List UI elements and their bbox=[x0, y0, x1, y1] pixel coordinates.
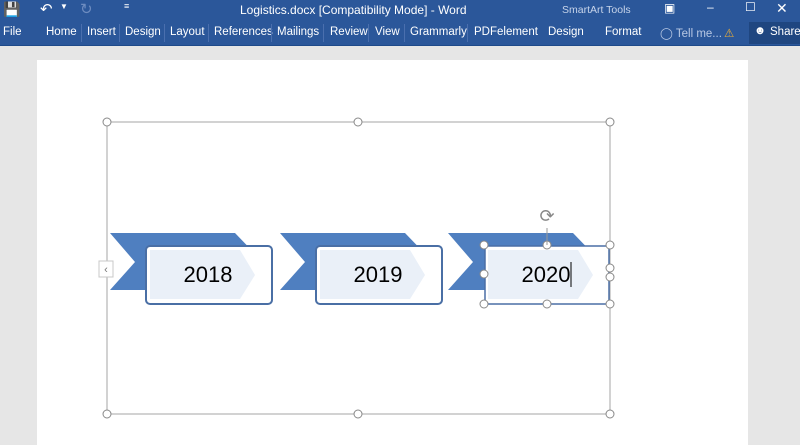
resize-handle[interactable] bbox=[102, 409, 112, 419]
ribbon-tabs: File Home Insert Design Layout Reference… bbox=[0, 20, 800, 46]
resize-handle[interactable] bbox=[605, 272, 615, 282]
tab-mailings[interactable]: Mailings bbox=[277, 26, 320, 38]
resize-handle[interactable] bbox=[605, 240, 615, 250]
resize-handle[interactable] bbox=[479, 269, 489, 279]
save-icon[interactable]: 💾 bbox=[3, 1, 21, 17]
close-icon[interactable]: ✕ bbox=[776, 0, 788, 16]
tab-home[interactable]: Home bbox=[46, 26, 77, 38]
resize-handle[interactable] bbox=[102, 117, 112, 127]
rotate-handle-icon[interactable]: ⟳ bbox=[539, 206, 554, 226]
arrow-shape bbox=[150, 250, 255, 299]
warning-icon[interactable]: ⚠ bbox=[724, 28, 735, 40]
person-icon: ☻ bbox=[754, 25, 767, 37]
undo-icon[interactable]: ↶ bbox=[40, 1, 53, 18]
tell-me-search[interactable]: ◯ Tell me... bbox=[660, 28, 722, 40]
redo-icon[interactable]: ↻ bbox=[80, 1, 93, 18]
resize-handle[interactable] bbox=[605, 263, 615, 273]
resize-handle[interactable] bbox=[605, 409, 615, 419]
resize-handle[interactable] bbox=[479, 240, 489, 250]
title-bar: 💾 ↶ ▼ ↻ ≡ Logistics.docx [Compatibility … bbox=[0, 0, 800, 20]
minimize-icon[interactable]: – bbox=[707, 0, 714, 14]
text-pane-toggle[interactable] bbox=[98, 260, 114, 278]
ribbon-display-icon[interactable]: ▣ bbox=[664, 1, 676, 15]
resize-handle[interactable] bbox=[605, 117, 615, 127]
tab-design[interactable]: Design bbox=[125, 26, 161, 38]
maximize-icon[interactable]: ☐ bbox=[745, 0, 756, 14]
year-label[interactable]: 2019 bbox=[354, 262, 403, 287]
tab-smartart-design[interactable]: Design bbox=[548, 26, 584, 38]
undo-dropdown-icon[interactable]: ▼ bbox=[60, 2, 68, 11]
share-button[interactable]: ☻ Share bbox=[749, 22, 800, 44]
tab-grammarly[interactable]: Grammarly bbox=[410, 26, 467, 38]
tab-layout[interactable]: Layout bbox=[170, 26, 205, 38]
customize-icon[interactable]: ≡ bbox=[124, 1, 130, 11]
tab-view[interactable]: View bbox=[375, 26, 400, 38]
year-label[interactable]: 2018 bbox=[184, 262, 233, 287]
resize-handle[interactable] bbox=[542, 299, 552, 309]
resize-handle[interactable] bbox=[479, 299, 489, 309]
tab-pdfelement[interactable]: PDFelement bbox=[474, 26, 538, 38]
resize-handle[interactable] bbox=[353, 409, 363, 419]
tab-file[interactable]: File bbox=[3, 26, 22, 38]
lightbulb-icon: ◯ bbox=[660, 28, 673, 40]
arrow-shape bbox=[320, 250, 425, 299]
tab-references[interactable]: References bbox=[214, 26, 273, 38]
resize-handle[interactable] bbox=[605, 299, 615, 309]
year-label[interactable]: 2020 bbox=[522, 262, 571, 287]
tab-review[interactable]: Review bbox=[330, 26, 368, 38]
tab-smartart-format[interactable]: Format bbox=[605, 26, 642, 38]
window-title: Logistics.docx [Compatibility Mode] - Wo… bbox=[240, 3, 467, 17]
context-group-label: SmartArt Tools bbox=[562, 4, 631, 16]
resize-handle[interactable] bbox=[353, 117, 363, 127]
arrow-shape bbox=[488, 250, 593, 299]
chevron-left-icon: ‹ bbox=[104, 264, 108, 276]
tab-insert[interactable]: Insert bbox=[87, 26, 116, 38]
